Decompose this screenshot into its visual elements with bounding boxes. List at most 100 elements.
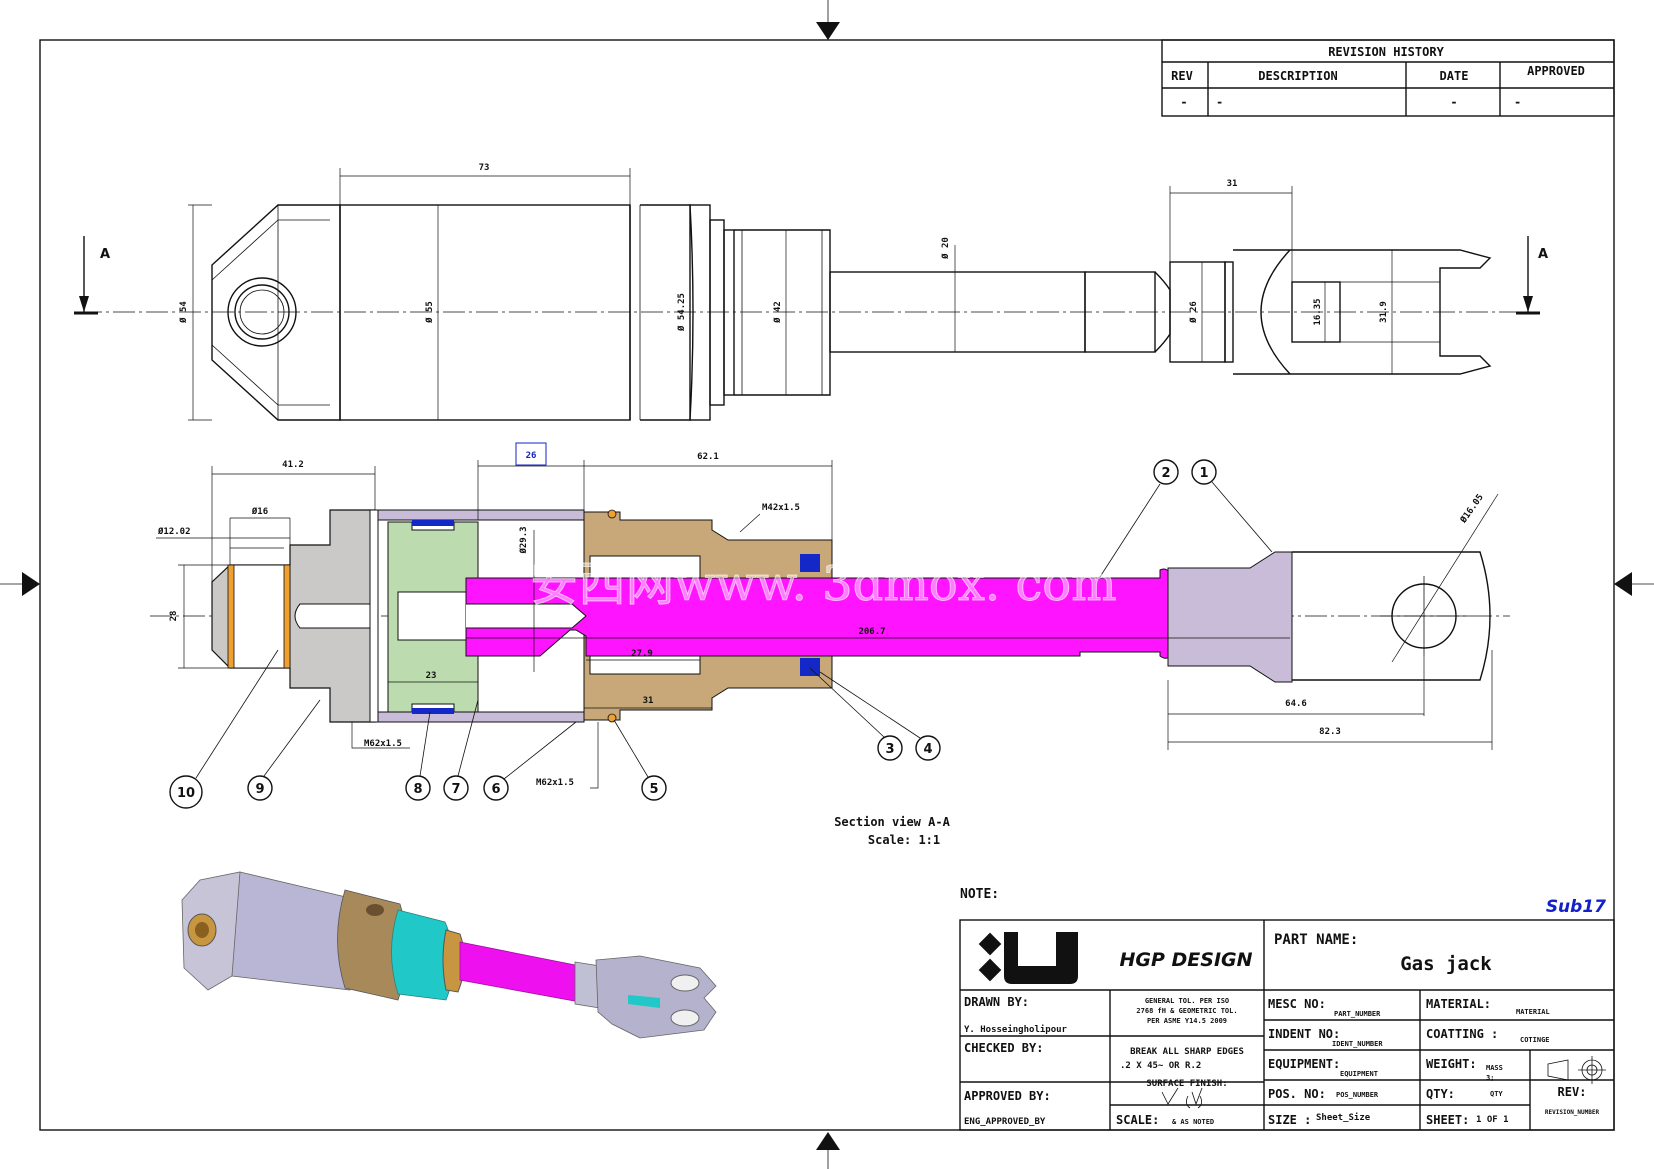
dim-26-box — [515, 442, 547, 466]
part-name-value: Gas jack — [1400, 953, 1492, 975]
sheet-tag: Sub17 — [1546, 897, 1606, 917]
section-label-left: A — [100, 247, 110, 262]
coating-label: COATTING : — [1426, 1027, 1498, 1041]
size-label: SIZE : — [1268, 1113, 1311, 1127]
material-label: MATERIAL: — [1426, 997, 1491, 1011]
rev-cell: - — [1180, 95, 1187, 109]
rev-label: REV: — [1558, 1085, 1587, 1099]
sheet-label: SHEET: — [1426, 1113, 1469, 1127]
isometric-3d-view — [181, 871, 717, 1039]
svg-text:4: 4 — [923, 742, 932, 757]
seal-3b — [800, 658, 820, 676]
svg-text:6: 6 — [491, 782, 500, 797]
scale-value: & AS NOTED — [1172, 1118, 1214, 1126]
section-marker-right: A — [1516, 236, 1548, 315]
weight-label: WEIGHT: — [1426, 1057, 1477, 1071]
revision-history-table: REVISION HISTORY REV DESCRIPTION DATE AP… — [1161, 39, 1615, 117]
balloon-5: 5 — [613, 719, 667, 801]
approved-by-value: ENG_APPROVED_BY — [964, 1117, 1046, 1127]
edges-line2: .2 X 45~ OR R.2 — [1120, 1061, 1201, 1071]
rev-value: REVISION_NUMBER — [1545, 1109, 1600, 1116]
section-label-right: A — [1538, 247, 1548, 262]
seal-3 — [800, 554, 820, 572]
dim-82-3: 82.3 — [1319, 727, 1341, 737]
dim-206-7: 206.7 — [858, 627, 885, 637]
description-cell: - — [1216, 95, 1223, 109]
checked-by-label: CHECKED BY: — [964, 1041, 1043, 1055]
title-block: HGP DESIGN PART NAME: Gas jack DRAWN BY:… — [959, 919, 1615, 1131]
balloon-9: 9 — [247, 699, 321, 801]
dim-27-9: 27.9 — [631, 649, 653, 659]
balloon-8: 8 — [405, 711, 431, 801]
clevis-part — [1167, 551, 1293, 683]
section-marker-left: A — [74, 236, 110, 315]
balloon-2: 2 — [1097, 459, 1179, 581]
balloon-3: 3 — [809, 667, 903, 761]
dim-phi54-25: Ø 54.25 — [676, 293, 687, 332]
dim-phi20: Ø 20 — [940, 237, 951, 260]
dim-16-35: 16.35 — [1313, 298, 1323, 325]
qty-label: QTY: — [1426, 1087, 1455, 1101]
date-cell: - — [1450, 95, 1457, 109]
svg-text:2: 2 — [1161, 466, 1170, 481]
piston-seal-bottom — [412, 708, 454, 714]
tolerance-line1: GENERAL TOL. PER ISO — [1145, 997, 1229, 1005]
center-arrow-bottom — [816, 1132, 840, 1150]
top-view: A A — [74, 163, 1548, 421]
svg-text:5: 5 — [649, 782, 658, 797]
section-caption-line1: Section view A-A — [834, 815, 950, 829]
company-name: HGP DESIGN — [1119, 949, 1252, 971]
dim-phi55: Ø 55 — [424, 301, 435, 324]
date-header: DATE — [1440, 69, 1469, 83]
svg-text:10: 10 — [177, 786, 195, 801]
sheet-border — [39, 39, 1615, 1131]
svg-text:3: 3 — [885, 742, 894, 757]
size-value: Sheet_Size — [1316, 1112, 1371, 1123]
dim-phi26: Ø 26 — [1188, 301, 1199, 324]
material-value: MATERIAL — [1516, 1008, 1550, 1016]
balloon-1: 1 — [1191, 459, 1273, 553]
dim-31-top: 31 — [1227, 179, 1238, 189]
drawn-by-value: Y. Hosseingholipour — [964, 1024, 1068, 1035]
note-label: NOTE: — [960, 887, 999, 902]
description-header: DESCRIPTION — [1258, 69, 1337, 83]
center-arrow-right — [1614, 572, 1632, 596]
dim-phi16-05: Ø16.05 — [1458, 492, 1486, 526]
watermark-text: 安西网www. 3dmox. com — [530, 556, 1117, 612]
weight-value: MASS — [1486, 1064, 1503, 1072]
dim-64-6: 64.6 — [1285, 699, 1307, 709]
tolerance-line3: PER ASME Y14.5 2009 — [1147, 1017, 1227, 1025]
part-name-label: PART NAME: — [1274, 932, 1358, 948]
svg-text:8: 8 — [413, 782, 422, 797]
qty-value: QTY — [1490, 1090, 1503, 1098]
edges-line1: BREAK ALL SHARP EDGES — [1130, 1047, 1244, 1057]
pos-value: POS_NUMBER — [1336, 1091, 1379, 1099]
svg-text:1: 1 — [1199, 466, 1208, 481]
dim-73: 73 — [479, 163, 490, 173]
mesc-label: MESC NO: — [1268, 997, 1326, 1011]
o-ring-10 — [227, 564, 235, 669]
surface-finish-icon — [1161, 1087, 1203, 1109]
equipment-label: EQUIPMENT: — [1268, 1057, 1340, 1071]
dim-m62-left: M62x1.5 — [364, 739, 402, 749]
scale-label: SCALE: — [1116, 1113, 1159, 1127]
pos-label: POS. NO: — [1268, 1087, 1326, 1101]
center-arrow-left — [22, 572, 40, 596]
equipment-value: EQUIPMENT — [1340, 1070, 1378, 1078]
dim-28: 28 — [169, 611, 179, 622]
mesc-value: PART_NUMBER — [1334, 1010, 1381, 1018]
dim-phi42: Ø 42 — [772, 301, 783, 324]
balloon-4: 4 — [819, 671, 941, 761]
dim-phi12-02: Ø12.02 — [157, 526, 191, 537]
o-ring-5 — [607, 509, 617, 519]
sheet-value: 1 OF 1 — [1476, 1115, 1509, 1125]
dim-31-9: 31.9 — [1379, 301, 1389, 323]
indent-value: IDENT_NUMBER — [1332, 1040, 1383, 1048]
approved-header: APPROVED — [1527, 64, 1585, 78]
surface-finish-label: SURFACE FINISH: — [1146, 1079, 1227, 1089]
section-caption-line2: Scale: 1:1 — [868, 833, 940, 847]
revision-history-title: REVISION HISTORY — [1328, 45, 1444, 59]
piston-seal-top — [412, 520, 454, 526]
tolerance-line2: 2768 fH & GEOMETRIC TOL. — [1136, 1007, 1237, 1015]
end-cap-part — [211, 509, 376, 723]
